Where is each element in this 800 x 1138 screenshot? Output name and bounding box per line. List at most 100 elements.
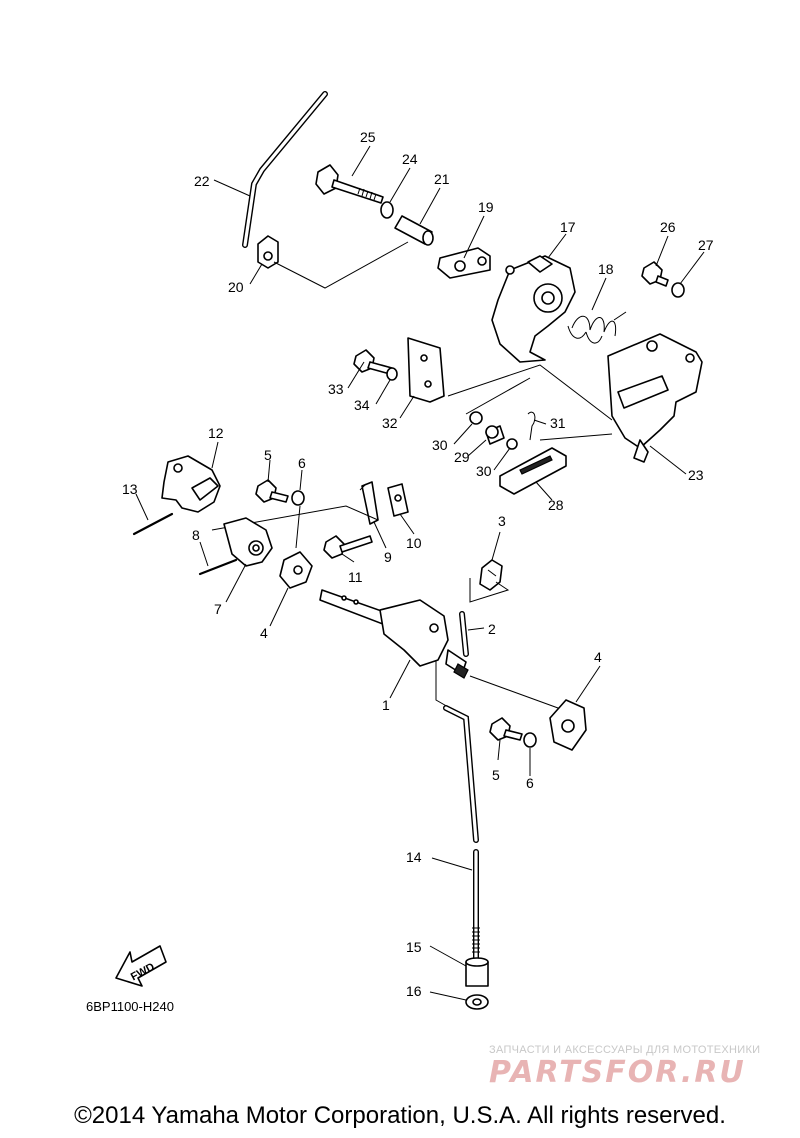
leader-19 bbox=[463, 215, 485, 259]
part-6a-washer bbox=[291, 490, 305, 506]
part-17-lever bbox=[491, 255, 576, 363]
part-20-rod-joint bbox=[257, 235, 279, 269]
part-9-bracket bbox=[359, 481, 379, 525]
part-5a-bolt bbox=[255, 479, 289, 503]
callout-16: 16 bbox=[406, 983, 422, 999]
callout-33: 33 bbox=[328, 381, 344, 397]
leader-30b bbox=[493, 447, 511, 471]
callout-20: 20 bbox=[228, 279, 244, 295]
leader-4b bbox=[575, 665, 601, 703]
align-line-30 bbox=[465, 377, 531, 415]
leader-6a bbox=[299, 469, 303, 491]
callout-15: 15 bbox=[406, 939, 422, 955]
callout-19: 19 bbox=[478, 199, 494, 215]
align-line-middle-a bbox=[211, 505, 379, 531]
leader-14 bbox=[431, 857, 473, 871]
watermark-logo: PARTSFOR.RU bbox=[489, 1055, 744, 1088]
align-line-20-19 bbox=[273, 241, 409, 289]
leader-10 bbox=[399, 513, 415, 535]
leader-33 bbox=[347, 361, 365, 389]
part-21-collar bbox=[394, 215, 434, 246]
leader-18 bbox=[591, 277, 607, 311]
callout-8: 8 bbox=[192, 527, 200, 543]
callout-22: 22 bbox=[194, 173, 210, 189]
callout-11: 11 bbox=[348, 569, 363, 585]
leader-3 bbox=[491, 531, 501, 561]
leader-29 bbox=[467, 439, 487, 457]
align-line-3 bbox=[469, 578, 510, 603]
callout-9: 9 bbox=[384, 549, 392, 565]
leader-26 bbox=[655, 235, 669, 267]
part-7-lever bbox=[223, 517, 273, 567]
callout-2: 2 bbox=[488, 621, 496, 637]
callout-5a: 5 bbox=[264, 447, 272, 463]
leader-15 bbox=[429, 945, 467, 967]
callout-24: 24 bbox=[402, 151, 418, 167]
callout-32: 32 bbox=[382, 415, 398, 431]
part-32-plate bbox=[407, 337, 445, 403]
part-3-clip bbox=[479, 559, 503, 591]
leader-28 bbox=[535, 481, 553, 501]
part-30a-washer bbox=[469, 411, 483, 425]
part-1-shaft bbox=[319, 589, 469, 679]
part-26-bolt bbox=[641, 261, 669, 287]
leader-21 bbox=[419, 187, 441, 225]
part-8-pin bbox=[198, 558, 238, 576]
align-line-upper bbox=[447, 364, 613, 421]
callout-7: 7 bbox=[214, 601, 222, 617]
callout-28: 28 bbox=[548, 497, 564, 513]
leader-32 bbox=[399, 395, 415, 419]
part-12-lever bbox=[161, 455, 221, 513]
part-28-slider bbox=[499, 447, 567, 495]
leader-27 bbox=[679, 251, 705, 285]
leader-34 bbox=[375, 379, 391, 405]
callout-30b: 30 bbox=[476, 463, 492, 479]
part-24-washer bbox=[380, 201, 394, 219]
leader-24 bbox=[389, 167, 411, 203]
callout-31: 31 bbox=[550, 415, 566, 431]
part-14-rod bbox=[443, 705, 480, 961]
leader-12 bbox=[211, 441, 219, 469]
leader-8 bbox=[199, 541, 209, 567]
callout-21: 21 bbox=[434, 171, 450, 187]
leader-5a bbox=[267, 459, 271, 483]
leader-5b bbox=[497, 739, 501, 761]
part-18-spring bbox=[567, 311, 627, 344]
callout-27: 27 bbox=[698, 237, 714, 253]
part-15-sleeve bbox=[465, 957, 489, 987]
callout-25: 25 bbox=[360, 129, 376, 145]
part-4a-clip bbox=[279, 551, 313, 589]
leader-16 bbox=[429, 991, 467, 1001]
callout-1: 1 bbox=[382, 697, 390, 713]
part-25-bolt bbox=[315, 164, 384, 204]
callout-30a: 30 bbox=[432, 437, 448, 453]
part-10-plate bbox=[387, 483, 409, 517]
leader-4a bbox=[269, 587, 289, 627]
leader-31 bbox=[533, 419, 547, 425]
part-5b-bolt bbox=[489, 717, 523, 741]
callout-4a: 4 bbox=[260, 625, 268, 641]
part-11-bolt bbox=[323, 535, 373, 559]
callout-4b: 4 bbox=[594, 649, 602, 665]
part-13-pin bbox=[132, 512, 174, 536]
align-line-1-14 bbox=[435, 660, 451, 709]
callout-17: 17 bbox=[560, 219, 576, 235]
part-4b-clip bbox=[549, 699, 587, 751]
callout-10: 10 bbox=[406, 535, 422, 551]
align-line-6 bbox=[295, 505, 301, 549]
part-34-washer bbox=[386, 367, 398, 381]
leader-1 bbox=[389, 659, 411, 699]
part-29-collar bbox=[485, 425, 505, 445]
callout-3: 3 bbox=[498, 513, 506, 529]
part-23-bracket bbox=[607, 333, 703, 463]
part-16-nut bbox=[465, 994, 489, 1010]
part-33-bolt bbox=[353, 349, 393, 375]
leader-13 bbox=[135, 493, 149, 521]
leader-22 bbox=[213, 179, 251, 197]
leader-17 bbox=[547, 233, 567, 259]
callout-6b: 6 bbox=[526, 775, 534, 791]
callout-5b: 5 bbox=[492, 767, 500, 783]
copyright-notice: ©2014 Yamaha Motor Corporation, U.S.A. A… bbox=[74, 1102, 726, 1129]
part-19-link bbox=[437, 247, 491, 279]
